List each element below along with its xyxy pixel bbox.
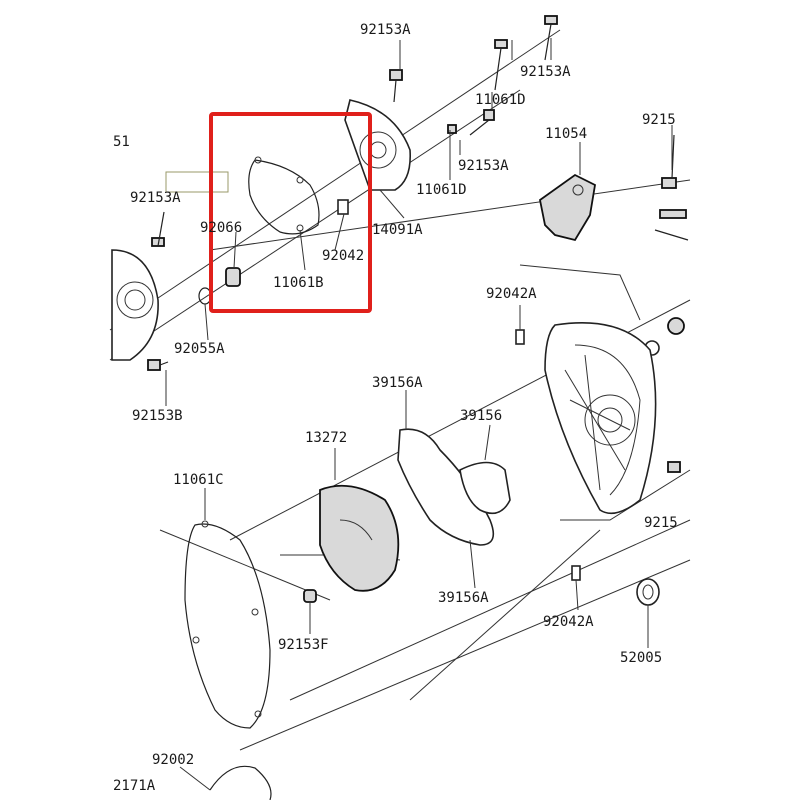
guide-lines <box>109 29 691 751</box>
gasket-11061B <box>248 156 320 235</box>
label-2171A: 2171A <box>113 778 156 794</box>
label-39156A-top: 39156A <box>372 375 423 391</box>
shield-13272 <box>319 484 400 592</box>
bracket-11054 <box>539 173 596 242</box>
baffle-39156A <box>397 428 495 546</box>
label-92066: 92066 <box>200 220 242 236</box>
dowel-92042 <box>337 199 349 215</box>
label-92153A-mid: 92153A <box>458 158 509 174</box>
leader-lines <box>165 38 673 791</box>
bottom-case-fragment <box>209 765 272 800</box>
bolt-92153A-left <box>151 211 165 247</box>
label-92153A-left: 92153A <box>130 190 181 206</box>
label-14091A: 14091A <box>372 222 423 238</box>
highlight-box <box>209 112 372 313</box>
bolt-92153A-top-right <box>494 39 508 91</box>
label-92055A: 92055A <box>174 341 225 357</box>
label-92153B: 92153B <box>132 408 183 424</box>
label-11054: 11054 <box>545 126 587 142</box>
bolt-92153B <box>147 359 169 371</box>
part-labels: 92153A 92153A 11061D 92153A 11061D 11054… <box>113 22 678 794</box>
dowel-92042A-top <box>515 329 525 345</box>
label-51: 51 <box>113 134 130 150</box>
label-92153F: 92153F <box>278 637 329 653</box>
label-11061D-mid: 11061D <box>416 182 467 198</box>
left-case-fragment <box>111 249 159 361</box>
bolt-9215-right <box>661 134 681 473</box>
label-92042: 92042 <box>322 248 364 264</box>
clutch-cover <box>544 322 657 515</box>
bolt-92153A-mid <box>447 109 495 136</box>
label-92002: 92002 <box>152 752 194 768</box>
placeholder-box <box>165 171 229 193</box>
label-92153A-top: 92153A <box>360 22 411 38</box>
label-39156: 39156 <box>460 408 502 424</box>
right-spring-parts <box>644 209 689 356</box>
dowel-92042A-bottom <box>571 565 581 581</box>
label-11061B: 11061B <box>273 275 324 291</box>
label-92153A-top-right: 92153A <box>520 64 571 80</box>
seal-52005 <box>636 578 660 606</box>
label-9215-right-mid: 9215 <box>644 515 678 531</box>
bolt-92153A-top <box>544 15 558 61</box>
plug-92066 <box>225 267 241 287</box>
cover-14091A <box>344 99 412 191</box>
label-92042A-bottom: 92042A <box>543 614 594 630</box>
label-13272: 13272 <box>305 430 347 446</box>
baffle-39156 <box>459 461 511 515</box>
label-11061D-top: 11061D <box>475 92 526 108</box>
label-9215-right-top: 9215 <box>642 112 676 128</box>
label-11061C: 11061C <box>173 472 224 488</box>
bolt-92153A-center <box>389 69 403 103</box>
label-52005: 52005 <box>620 650 662 666</box>
label-92042A-top: 92042A <box>486 286 537 302</box>
bolt-92153F <box>303 589 317 603</box>
label-39156A-bottom: 39156A <box>438 590 489 606</box>
gasket-11061C <box>184 520 271 729</box>
